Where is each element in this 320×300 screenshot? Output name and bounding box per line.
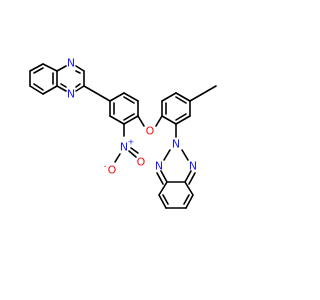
bond: [75, 65, 85, 72]
bond: [128, 150, 137, 158]
bond: [181, 149, 189, 161]
atom-n-triazole-n2: N: [172, 138, 180, 151]
bond: [114, 153, 121, 163]
benzotriazole-group: N N N: [155, 138, 197, 209]
bond: [175, 92, 191, 102]
bond: [56, 85, 67, 92]
bond: [29, 63, 44, 72]
charge-minus-nitro-o: -: [104, 162, 107, 171]
bond: [185, 194, 194, 209]
bond: [184, 170, 192, 183]
atom-o-ether: O: [146, 125, 155, 138]
tolyl-group: [161, 85, 217, 125]
bond: [123, 115, 139, 125]
bond: [42, 85, 58, 95]
atom-n-nitro: N: [120, 141, 128, 154]
quinoxaline-group: N N: [29, 57, 85, 101]
bond: [109, 115, 125, 125]
bond-quinoxaline-phenyl: [83, 85, 111, 102]
bond-double-inner: [130, 147, 139, 154]
bond-double-inner: [123, 113, 135, 121]
bond: [158, 181, 168, 196]
bond: [29, 85, 44, 95]
bond-double-inner: [188, 172, 196, 185]
bond: [175, 115, 191, 125]
atom-n-triazole-n1: N: [155, 160, 163, 173]
atom-n-quinoxaline-n4: N: [67, 88, 75, 101]
bond-methyl: [189, 85, 217, 102]
bond-double-inner: [162, 194, 169, 205]
charge-plus-nitro-n: +: [128, 138, 135, 147]
bond: [42, 63, 58, 72]
bond-double-inner: [156, 172, 164, 185]
bond-double-inner: [75, 83, 81, 88]
bond: [75, 85, 85, 92]
bond: [123, 92, 139, 102]
bond: [160, 170, 168, 183]
bond-double-inner: [175, 113, 187, 121]
bond-double-inner: [33, 83, 44, 91]
atom-n-quinoxaline-n1: N: [67, 57, 75, 70]
bond: [109, 92, 125, 102]
bond: [184, 181, 194, 196]
bond: [161, 115, 177, 125]
bond-double-inner: [75, 70, 81, 74]
molecule-structure-diagram: N N N + O - O O: [0, 0, 300, 300]
bond: [163, 149, 171, 161]
bond-double-inner: [60, 83, 67, 88]
bond-double-inner: [183, 194, 190, 205]
bond: [56, 65, 67, 72]
atom-o-nitro-minus: O: [108, 164, 117, 177]
nitro-group: N + O - O: [104, 123, 146, 177]
canvas-background: [0, 0, 300, 300]
bond-double-inner: [123, 96, 135, 104]
bond-phenyl-ether: [137, 115, 145, 127]
atom-n-triazole-n3: N: [189, 160, 197, 173]
bond: [161, 92, 177, 102]
nitrophenyl-group: [109, 92, 139, 125]
bond-double-inner: [33, 67, 44, 74]
atom-o-nitro: O: [137, 156, 146, 169]
bond-double-inner: [175, 96, 187, 104]
bond-ether-tolyl: [155, 115, 163, 127]
bond: [158, 194, 167, 209]
